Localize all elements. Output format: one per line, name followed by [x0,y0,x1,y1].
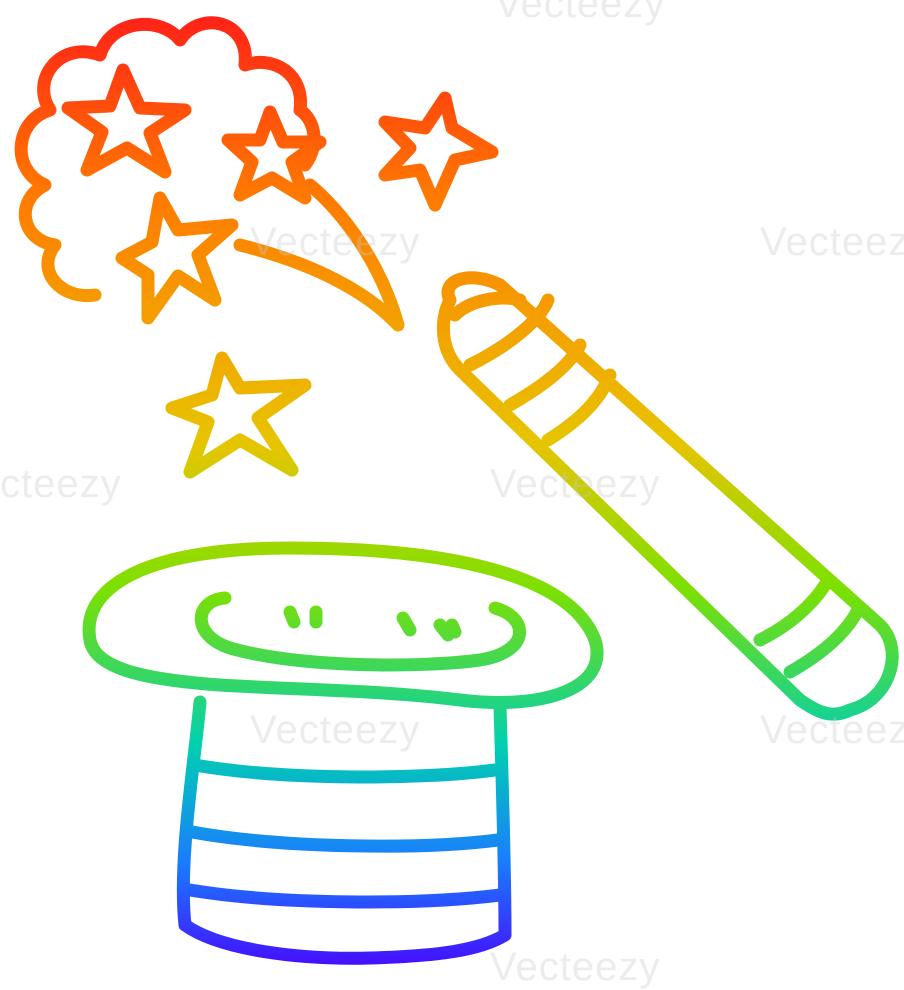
watermark-text-5: cteezy [0,462,122,506]
watermark-text-3: Vecteezy [760,220,904,264]
watermark-text-1: Vecteezy [495,0,666,26]
watermark-text-4: Vecteezy [490,462,661,506]
swoosh-trail [233,178,405,332]
star-icon-1 [61,63,192,179]
watermark-text-2: Vecteezy [250,220,421,264]
star-icon-3 [115,191,239,325]
watermark-text-8: Vecteezy [490,945,661,989]
top-hat [82,541,604,965]
star-icon-4 [378,91,499,212]
watermark-text-6: Vecteezy [250,708,421,752]
watermark-text-7: Vecteezy [760,708,904,752]
smoke-cloud [14,16,321,303]
star-icon-5 [165,351,312,479]
star-icon-2 [221,105,327,205]
magic-wand [436,271,899,721]
